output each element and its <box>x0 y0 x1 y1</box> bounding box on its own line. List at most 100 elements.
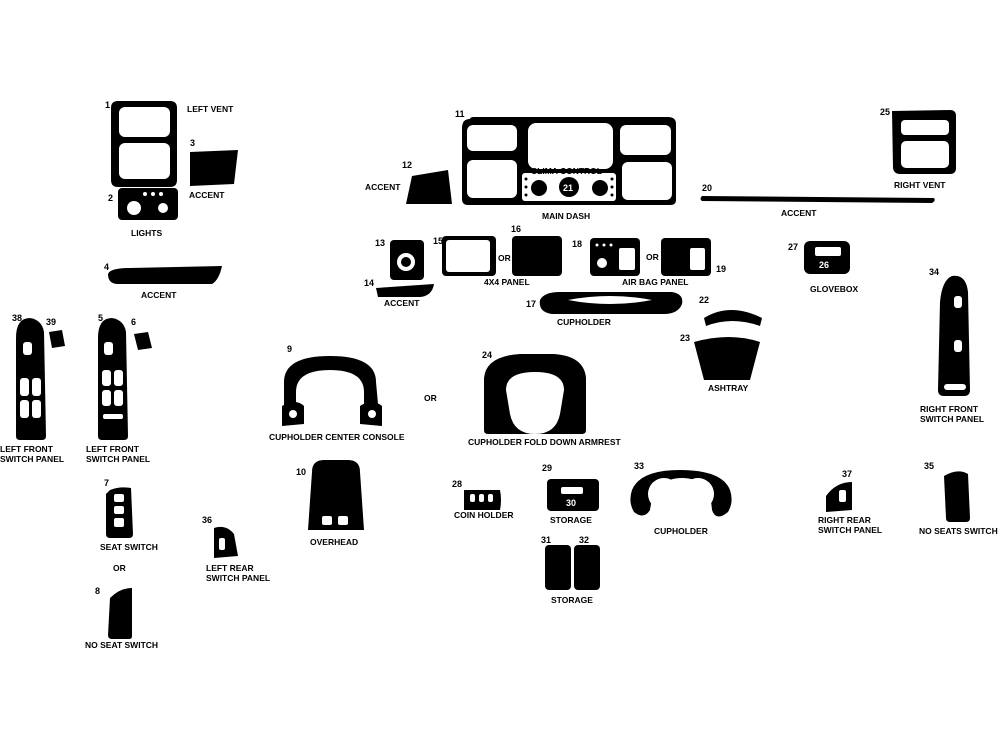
piece-number: 21 <box>563 183 573 193</box>
piece-number: 6 <box>131 317 136 327</box>
piece-10-overhead: 10 OVERHEAD <box>296 460 364 547</box>
piece-8-no-seat-switch: 8 NO SEAT SWITCH <box>85 586 158 650</box>
piece-number: 12 <box>402 160 412 170</box>
piece-33-cupholder: 33 CUPHOLDER <box>630 461 732 536</box>
piece-1-left-vent: 1 LEFT VENT <box>105 100 234 187</box>
piece-22: 22 <box>699 295 762 326</box>
piece-label: 4X4 PANEL <box>484 277 530 287</box>
piece-number: 4 <box>104 262 109 272</box>
piece-label: COIN HOLDER <box>454 510 514 520</box>
piece-35-no-seats-switch: 35 NO SEATS SWITCH <box>919 461 998 536</box>
piece-36-left-rear-switch-panel: 36 LEFT REAR SWITCH PANEL <box>202 515 270 583</box>
piece-number: 9 <box>287 344 292 354</box>
piece-21-clima-control: 21 CLIMA CONTROL <box>531 166 602 193</box>
piece-number: 32 <box>579 535 589 545</box>
piece-number-26: 26 <box>819 260 829 270</box>
piece-label: LEFT VENT <box>187 104 234 114</box>
piece-label-line2: SWITCH PANEL <box>206 573 270 583</box>
piece-31-storage: 31 <box>541 535 571 590</box>
piece-number: 17 <box>526 299 536 309</box>
piece-25-right-vent: 25 RIGHT VENT <box>880 107 956 190</box>
piece-label: CLIMA CONTROL <box>531 166 602 176</box>
piece-17-cupholder: 17 CUPHOLDER <box>526 292 683 327</box>
piece-29-storage: 29 30 STORAGE <box>542 463 599 525</box>
or-text: OR <box>113 563 126 573</box>
or-text: OR <box>646 252 659 262</box>
piece-number: 25 <box>880 107 890 117</box>
piece-number: 29 <box>542 463 552 473</box>
piece-5-left-front-switch-panel: 5 LEFT FRONT SWITCH PANEL <box>86 313 150 464</box>
piece-label: ACCENT <box>781 208 817 218</box>
piece-number: 34 <box>929 267 939 277</box>
piece-label: CUPHOLDER FOLD DOWN ARMREST <box>468 437 621 447</box>
piece-number: 18 <box>572 239 582 249</box>
piece-number: 10 <box>296 467 306 477</box>
piece-4-accent: 4 ACCENT <box>104 262 222 300</box>
piece-number: 39 <box>46 317 56 327</box>
piece-label-line2: SWITCH PANEL <box>0 454 64 464</box>
piece-number: 3 <box>190 138 195 148</box>
piece-label: STORAGE <box>550 515 592 525</box>
piece-number: 33 <box>634 461 644 471</box>
piece-label: AIR BAG PANEL <box>622 277 688 287</box>
piece-number: 35 <box>924 461 934 471</box>
piece-label: RIGHT VENT <box>894 180 946 190</box>
piece-label: CUPHOLDER <box>654 526 708 536</box>
piece-label: ASHTRAY <box>708 383 749 393</box>
piece-15: 15 <box>433 236 496 276</box>
piece-number: 22 <box>699 295 709 305</box>
piece-number: 14 <box>364 278 374 288</box>
piece-label-line2: SWITCH PANEL <box>86 454 150 464</box>
piece-34-right-front-switch-panel: 34 RIGHT FRONT SWITCH PANEL <box>920 267 984 424</box>
piece-18: 18 <box>572 238 640 276</box>
piece-13: 13 <box>375 238 424 280</box>
piece-37-right-rear-switch-panel: 37 RIGHT REAR SWITCH PANEL <box>818 469 882 535</box>
piece-27-glovebox: 27 26 GLOVEBOX <box>788 241 859 294</box>
piece-label-line1: LEFT FRONT <box>86 444 140 454</box>
piece-label: GLOVEBOX <box>810 284 859 294</box>
piece-label: LIGHTS <box>131 228 162 238</box>
piece-label: SEAT SWITCH <box>100 542 158 552</box>
piece-number-30: 30 <box>566 498 576 508</box>
piece-20-accent: 20 ACCENT <box>700 183 935 218</box>
piece-16-4x4-panel: 16 4X4 PANEL <box>484 224 562 287</box>
piece-label: ACCENT <box>365 182 401 192</box>
piece-number: 23 <box>680 333 690 343</box>
piece-number: 27 <box>788 242 798 252</box>
piece-38-left-front-switch-panel: 38 LEFT FRONT SWITCH PANEL <box>0 313 64 464</box>
piece-number: 31 <box>541 535 551 545</box>
piece-label-line2: SWITCH PANEL <box>818 525 882 535</box>
piece-3-accent: 3 ACCENT <box>189 138 238 200</box>
piece-label: STORAGE <box>551 595 593 605</box>
or-text: OR <box>424 393 437 403</box>
piece-11-main-dash: 11 MAIN DASH <box>455 109 676 221</box>
piece-32-storage: 32 STORAGE <box>551 535 600 605</box>
piece-6: 6 <box>131 317 152 350</box>
piece-number: 19 <box>716 264 726 274</box>
piece-number: 7 <box>104 478 109 488</box>
piece-19: 19 AIR BAG PANEL <box>622 238 726 287</box>
piece-label: ACCENT <box>189 190 225 200</box>
piece-label: CUPHOLDER <box>557 317 611 327</box>
piece-number: 16 <box>511 224 521 234</box>
piece-24-cupholder-fold-down-armrest: 24 CUPHOLDER FOLD DOWN ARMREST <box>468 350 621 447</box>
piece-number: 20 <box>702 183 712 193</box>
piece-number: 11 <box>455 109 465 119</box>
piece-7-seat-switch: 7 SEAT SWITCH <box>100 478 158 552</box>
piece-label: MAIN DASH <box>542 211 590 221</box>
piece-9-cupholder-center-console: 9 CUPHOLDER CENTER CONSOLE <box>269 344 405 442</box>
piece-23-ashtray: 23 ASHTRAY <box>680 333 760 393</box>
piece-label-line2: SWITCH PANEL <box>920 414 984 424</box>
piece-label: NO SEAT SWITCH <box>85 640 158 650</box>
piece-label-line1: LEFT FRONT <box>0 444 54 454</box>
piece-28-coin-holder: 28 COIN HOLDER <box>452 479 514 520</box>
piece-14-accent: 14 ACCENT <box>364 278 434 308</box>
piece-12-accent: 12 ACCENT <box>365 160 452 204</box>
piece-label-line1: RIGHT REAR <box>818 515 871 525</box>
piece-label: CUPHOLDER CENTER CONSOLE <box>269 432 405 442</box>
piece-number: 37 <box>842 469 852 479</box>
piece-number: 2 <box>108 193 113 203</box>
piece-number: 5 <box>98 313 103 323</box>
piece-number: 38 <box>12 313 22 323</box>
